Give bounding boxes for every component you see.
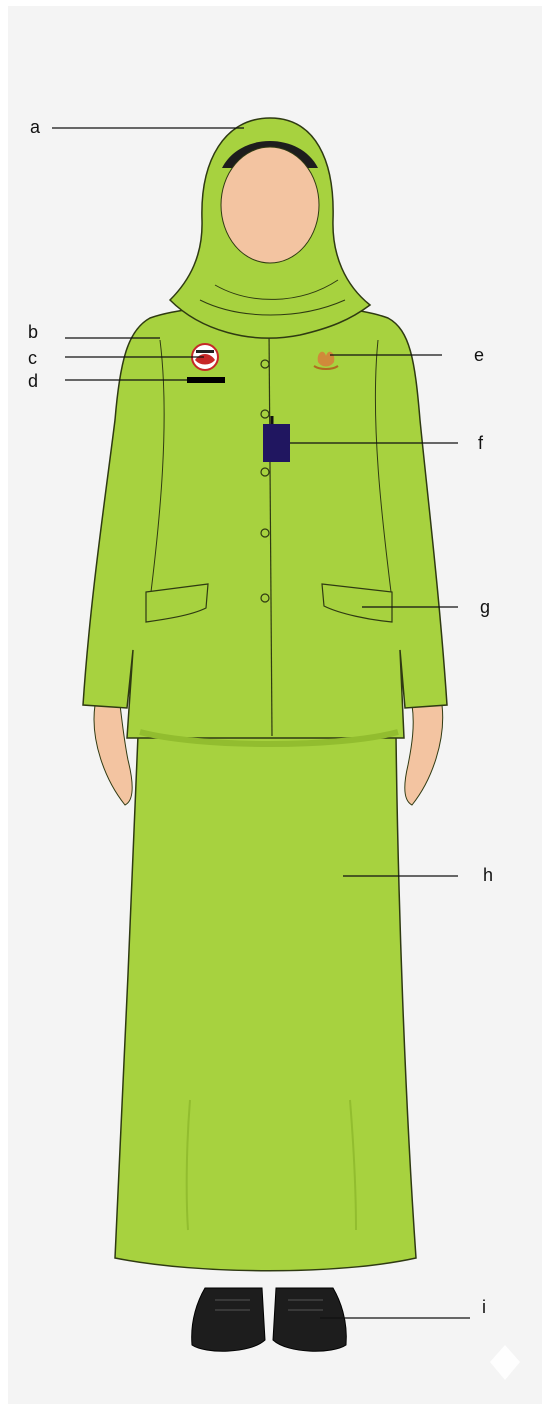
button xyxy=(261,468,269,476)
watermark-icon xyxy=(490,1345,520,1380)
label-f: f xyxy=(478,434,483,452)
label-c: c xyxy=(28,349,37,367)
id-card xyxy=(263,424,290,462)
left-shoe xyxy=(192,1288,265,1351)
label-a: a xyxy=(30,118,40,136)
label-g: g xyxy=(480,598,490,616)
button xyxy=(261,410,269,418)
label-d: d xyxy=(28,372,38,390)
right-shoe xyxy=(273,1288,346,1351)
skirt xyxy=(115,735,416,1271)
label-e: e xyxy=(474,346,484,364)
name-bar xyxy=(187,377,225,383)
label-i: i xyxy=(482,1298,486,1316)
button xyxy=(261,529,269,537)
button xyxy=(261,360,269,368)
button xyxy=(261,594,269,602)
label-b: b xyxy=(28,323,38,341)
label-h: h xyxy=(483,866,493,884)
left-hand xyxy=(94,705,132,805)
right-hand xyxy=(405,705,443,805)
jacket xyxy=(83,305,447,739)
face xyxy=(221,147,319,263)
